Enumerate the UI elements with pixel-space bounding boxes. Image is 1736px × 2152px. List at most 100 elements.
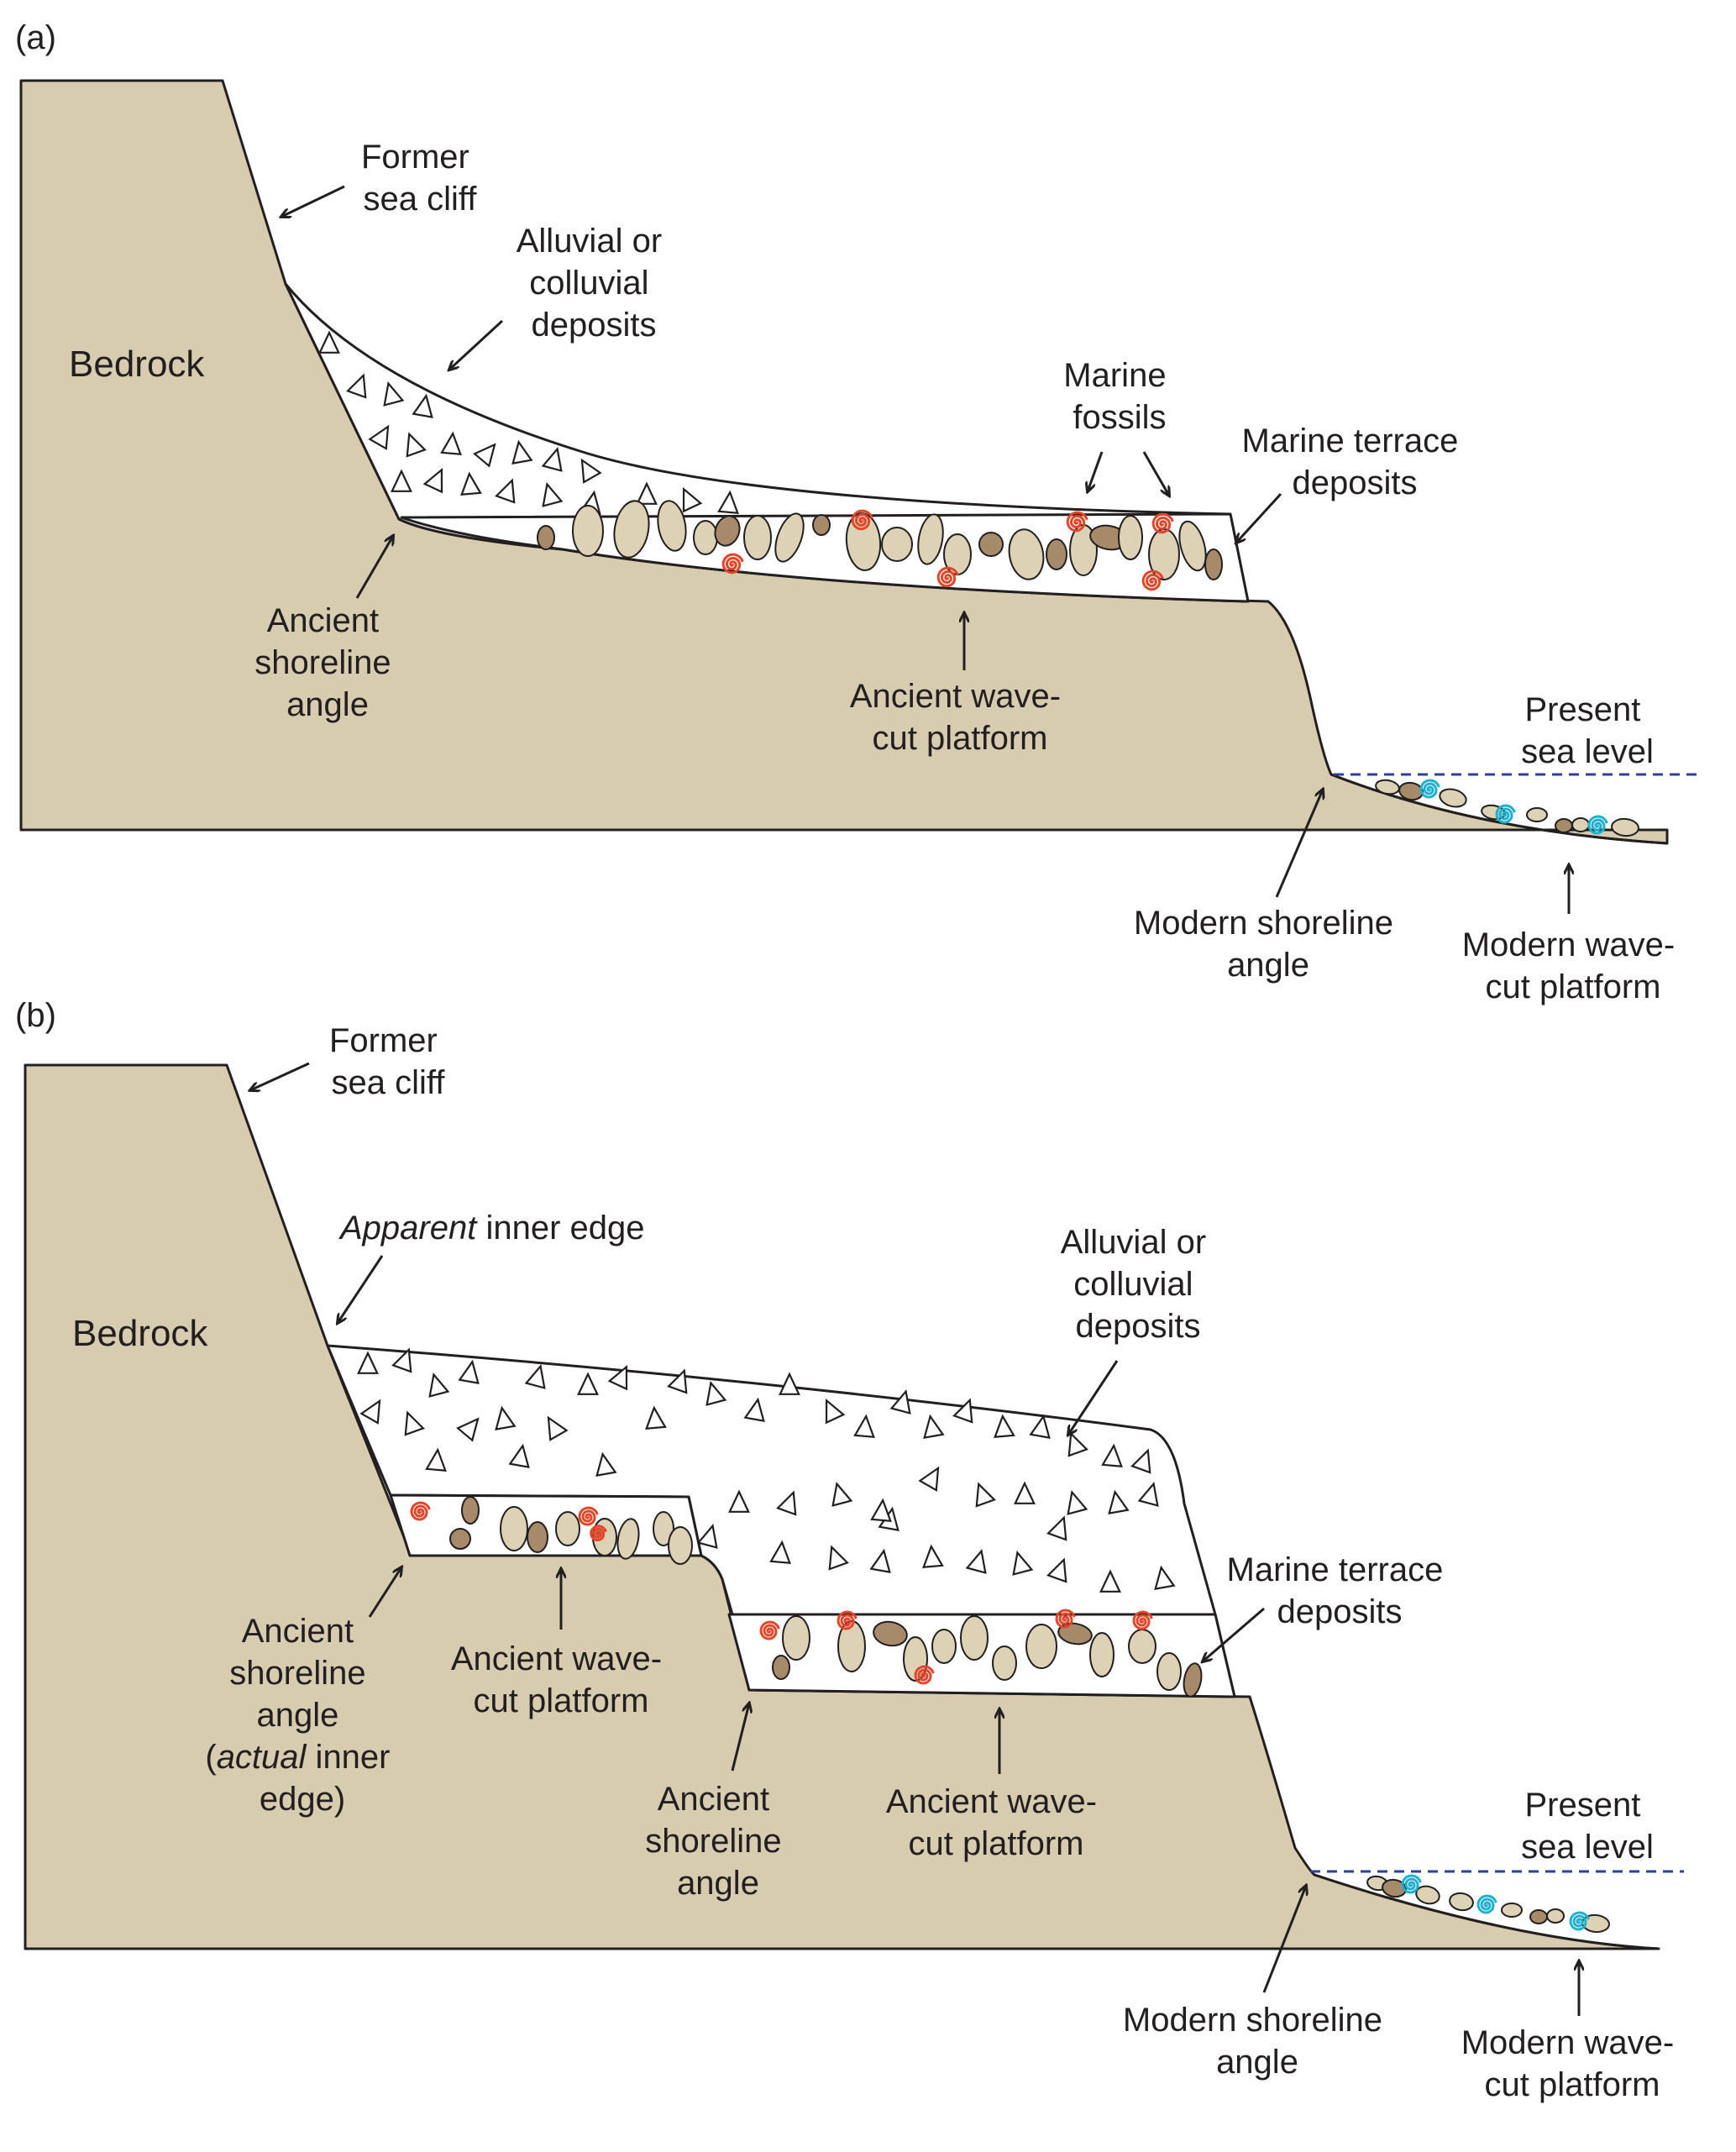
panel-a-bedrock [19,79,1669,845]
rounded-clast [1057,1622,1093,1645]
angular-clast [828,1545,849,1571]
angular-clast [495,1405,517,1430]
panel-b-marine-terrace-arrow [1203,1607,1265,1661]
angular-clast [922,1544,944,1568]
rounded-clast [1178,520,1207,572]
rounded-clast [1555,818,1573,833]
rounded-clast [449,1528,471,1550]
panel-a-rounded-clasts [537,500,1223,591]
panel-b-angular-clasts [357,1347,1176,1593]
angular-clast [1154,1565,1176,1590]
fossil-shell-icon [837,1610,858,1630]
angular-clast [994,1414,1015,1438]
angular-clast [406,432,427,458]
rounded-clast [743,515,772,560]
angular-clast [383,381,405,407]
rounded-clast [772,1655,790,1680]
fossil-shell-icon [936,566,959,588]
fossil-shell-icon [759,1620,780,1640]
angular-clast [1101,1443,1123,1467]
rounded-clast [613,500,650,559]
rounded-clast [461,1496,480,1525]
panel-b-modern-clasts [1366,1874,1610,1934]
panel-a-modern-shoreline-label: Modern shoreline angle [1134,905,1403,984]
panel-a-modern-wave-cut-platform [1330,773,1668,845]
fossil-shell-icon [1587,815,1608,835]
rounded-clast [1571,817,1590,832]
rounded-clast [873,1620,908,1647]
rounded-clast [978,532,1004,557]
rounded-clast [500,1506,528,1551]
angular-clast [831,1482,853,1507]
panel-b-modern-shoreline-arrow [1262,1886,1306,1993]
rounded-clast [657,500,687,552]
rounded-clast [653,1511,674,1546]
angular-clast [428,1373,450,1398]
rounded-clast [837,1620,866,1672]
angular-clast [889,1389,911,1415]
fossil-shell-icon [1569,1911,1590,1931]
angular-clast [524,1364,546,1389]
fossil-shell-icon [578,1506,599,1526]
angular-clast [975,1482,996,1508]
angular-clast [1099,1569,1121,1593]
angular-clast [743,1397,765,1422]
angular-clast [918,1466,940,1492]
fossil-shell-icon [1476,1894,1497,1914]
panel-a-modern-shoreline-arrow [1275,790,1323,898]
fossil-shell-icon [914,1665,935,1685]
fossil-shell-icon [1419,779,1440,799]
angular-clast [1046,1557,1067,1583]
angular-clast [404,1410,425,1436]
angular-clast [580,458,602,484]
rounded-clast [1183,1662,1203,1698]
rounded-clast [1118,515,1143,560]
angular-clast [511,439,533,465]
angular-clast [636,481,658,505]
rounded-clast [1128,1629,1156,1664]
fossil-shell-icon [721,553,744,575]
rounded-clast [960,1615,989,1661]
panel-b-ancient-shoreline-actual-label: Ancient shoreline angle (actual inner ed… [205,1613,399,1818]
panel-b-tag: (b) [15,997,56,1034]
angular-clast [923,1414,945,1439]
panel-b-marine-terrace-label: Marine terrace deposits [1227,1551,1453,1630]
panel-b-former-sea-cliff-label: Former sea cliff [329,1022,447,1101]
angular-clast [422,467,443,494]
panel-a-fossils-arrow-1 [1088,451,1104,491]
fossil-shell-icon [1151,512,1174,534]
rounded-clast [917,513,944,565]
angular-clast [425,1447,447,1472]
angular-clast [391,469,412,492]
panel-b-lower-platform-label: Ancient wave- cut platform [886,1783,1106,1862]
angular-clast [607,1364,628,1391]
panel-a-fossils-arrow-2 [1142,451,1169,496]
fossil-shell-icon [851,509,873,531]
fossil-shell-icon [590,1525,607,1542]
rounded-clast [1046,538,1067,570]
angular-clast [346,373,367,399]
angular-clast [357,1351,379,1374]
rounded-clast [1611,817,1639,837]
panel-b-apparent-inner-edge-label: Apparent inner edge [338,1210,645,1247]
angular-clast [870,1498,892,1522]
rounded-clast [1526,807,1548,822]
rounded-clast [992,1645,1017,1681]
rounded-clast [693,520,718,555]
angular-clast [577,1372,599,1395]
angular-clast [541,447,563,472]
angular-clast [776,1490,797,1516]
panel-b-rounded-clasts [410,1496,1203,1698]
panel-a-modern-clasts [1375,779,1639,837]
angular-clast [1108,1489,1130,1514]
fossil-shell-icon [1495,804,1516,824]
panel-b-former-sea-cliff-arrow [250,1062,310,1090]
rounded-clast [572,505,604,557]
fossil-shell-icon [1401,1874,1422,1894]
rounded-clast [1501,1903,1523,1918]
rounded-clast [1439,788,1467,808]
rounded-clast [537,525,555,550]
panel-a: (a) Bedrock Former sea cliff Alluvial or… [15,19,1697,1005]
rounded-clast [1449,1892,1474,1912]
